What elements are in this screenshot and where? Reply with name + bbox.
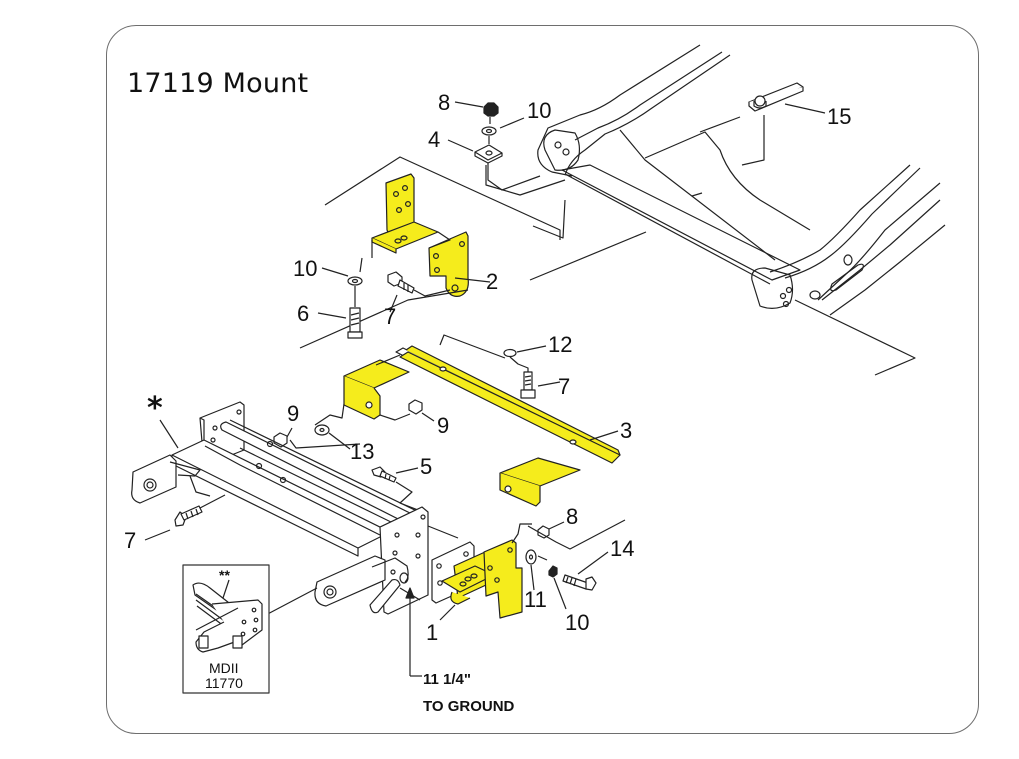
callout-10-top: 10	[527, 98, 551, 123]
part-1-bracket	[431, 539, 523, 621]
main-mount-assembly	[131, 401, 459, 618]
inset-label-mdii: MDII	[209, 660, 239, 676]
center-hardware	[273, 399, 435, 511]
callout-1: 1	[426, 620, 438, 645]
callout-8-top: 8	[438, 90, 450, 115]
callout-4: 4	[428, 127, 440, 152]
lower-hardware	[511, 519, 626, 610]
callout-labels: 8 10 4 15 10 2 6 7 12 7 9 9 3 13 5 7 8 1…	[124, 90, 851, 715]
vehicle-frame	[485, 44, 946, 376]
callout-3: 3	[620, 418, 632, 443]
inset-label-number: 11770	[205, 675, 243, 691]
callout-13: 13	[350, 439, 374, 464]
mdii-inset	[182, 564, 270, 694]
part-15-plate	[748, 82, 826, 114]
callout-6: 6	[297, 301, 309, 326]
ground-dimension	[399, 587, 422, 677]
callout-7-crossbar: 7	[558, 374, 570, 399]
callout-14: 14	[610, 536, 634, 561]
callout-15: 15	[827, 104, 851, 129]
diagram-title: 17119 Mount	[127, 68, 309, 99]
top-hardware-stack	[447, 101, 541, 191]
callout-8-lower: 8	[566, 504, 578, 529]
bracket-hardware	[317, 267, 451, 339]
crossbar-hardware	[503, 345, 561, 399]
callout-9-right: 9	[437, 413, 449, 438]
part-3-crossbar	[343, 334, 621, 507]
callout-7-bracket: 7	[384, 304, 396, 329]
callout-5: 5	[420, 454, 432, 479]
callout-12: 12	[548, 332, 572, 357]
main-mount-star-marker: *	[147, 391, 163, 426]
callout-11: 10	[565, 610, 589, 635]
dimension-value: 11 1/4"	[423, 671, 471, 688]
callout-10-left: 10	[293, 256, 317, 281]
callout-9-left: 9	[287, 401, 299, 426]
callout-2: 2	[486, 269, 498, 294]
dimension-note: TO GROUND	[423, 698, 515, 715]
callout-7-mount: 7	[124, 528, 136, 553]
inset-double-star-marker: **	[219, 567, 230, 583]
part-2-bracket	[299, 156, 561, 349]
callout-10-lower: 11	[524, 587, 547, 612]
